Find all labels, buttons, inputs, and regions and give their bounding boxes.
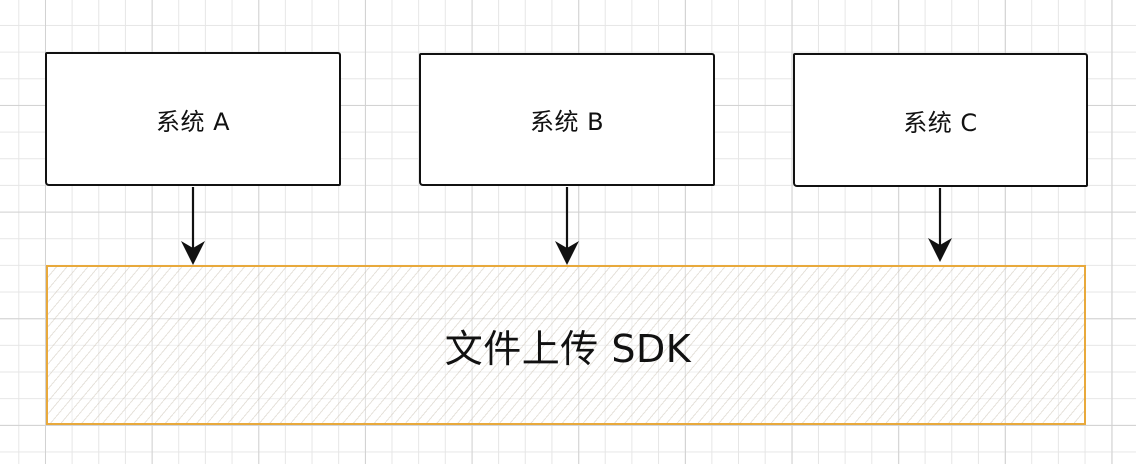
file-upload-sdk-label: 文件上传 SDK xyxy=(444,326,692,371)
system-c-box[interactable]: 系统 C xyxy=(793,53,1088,187)
system-c-label: 系统 C xyxy=(903,108,978,137)
file-upload-sdk-box[interactable]: 文件上传 SDK xyxy=(46,265,1086,425)
system-b-box[interactable]: 系统 B xyxy=(419,53,715,186)
system-a-label: 系统 A xyxy=(155,107,231,136)
system-b-label: 系统 B xyxy=(529,108,605,136)
system-a-box[interactable]: 系统 A xyxy=(45,52,341,186)
